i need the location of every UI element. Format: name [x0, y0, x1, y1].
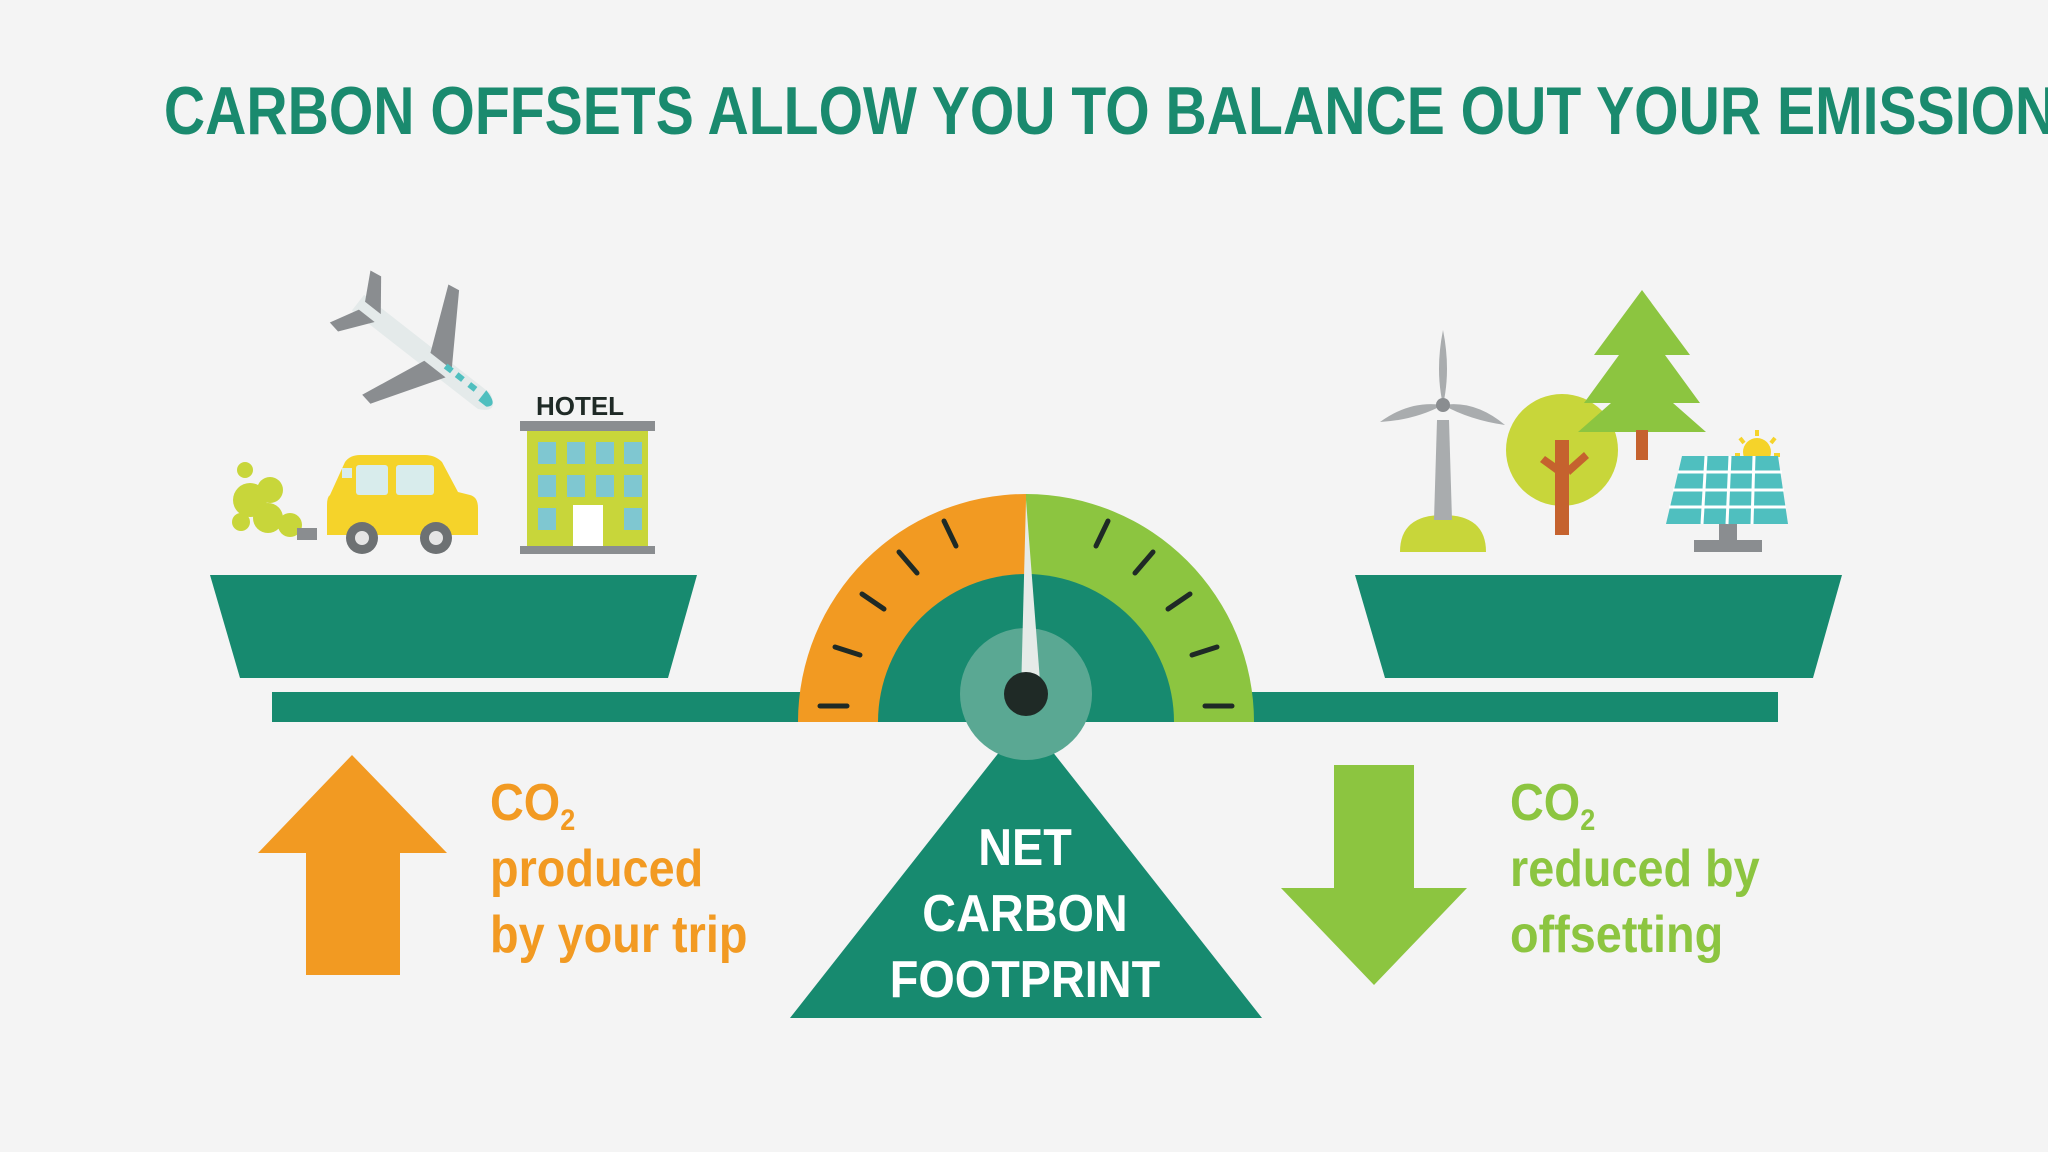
fulcrum-triangle — [790, 718, 1262, 1018]
gauge-pivot — [1004, 672, 1048, 716]
center-label-line2: CARBON — [922, 885, 1128, 943]
airplane-icon — [329, 270, 494, 410]
arrow-down-icon — [1281, 765, 1467, 985]
car-icon — [297, 455, 478, 554]
gauge-icon — [798, 494, 1254, 722]
exhaust-smoke-icon — [232, 462, 302, 537]
wind-turbine-icon — [1380, 330, 1505, 552]
right-co2-label: CO2 — [1510, 774, 1596, 837]
arrow-up-icon — [258, 755, 447, 975]
solar-panel-icon — [1666, 455, 1788, 552]
pine-tree-icon — [1578, 290, 1706, 460]
left-caption-line1: produced — [490, 840, 704, 898]
left-caption-line2: by your trip — [490, 906, 748, 964]
center-label-line1: NET — [978, 819, 1072, 877]
hotel-sign: HOTEL — [536, 391, 624, 421]
left-caption: CO2 produced by your trip — [490, 770, 747, 968]
net-carbon-footprint-label: NET CARBON FOOTPRINT — [859, 815, 1192, 1013]
right-caption: CO2 reduced by offsetting — [1510, 770, 1760, 968]
right-caption-line2: offsetting — [1510, 906, 1724, 964]
left-co2-label: CO2 — [490, 774, 576, 837]
left-scale-pan — [210, 575, 697, 678]
right-caption-line1: reduced by — [1510, 840, 1760, 898]
gauge-needle — [1021, 500, 1041, 694]
page-title: CARBON OFFSETS ALLOW YOU TO BALANCE OUT … — [163, 73, 2048, 149]
right-scale-pan — [1355, 575, 1842, 678]
hotel-icon — [520, 421, 655, 554]
center-label-line3: FOOTPRINT — [889, 951, 1161, 1009]
